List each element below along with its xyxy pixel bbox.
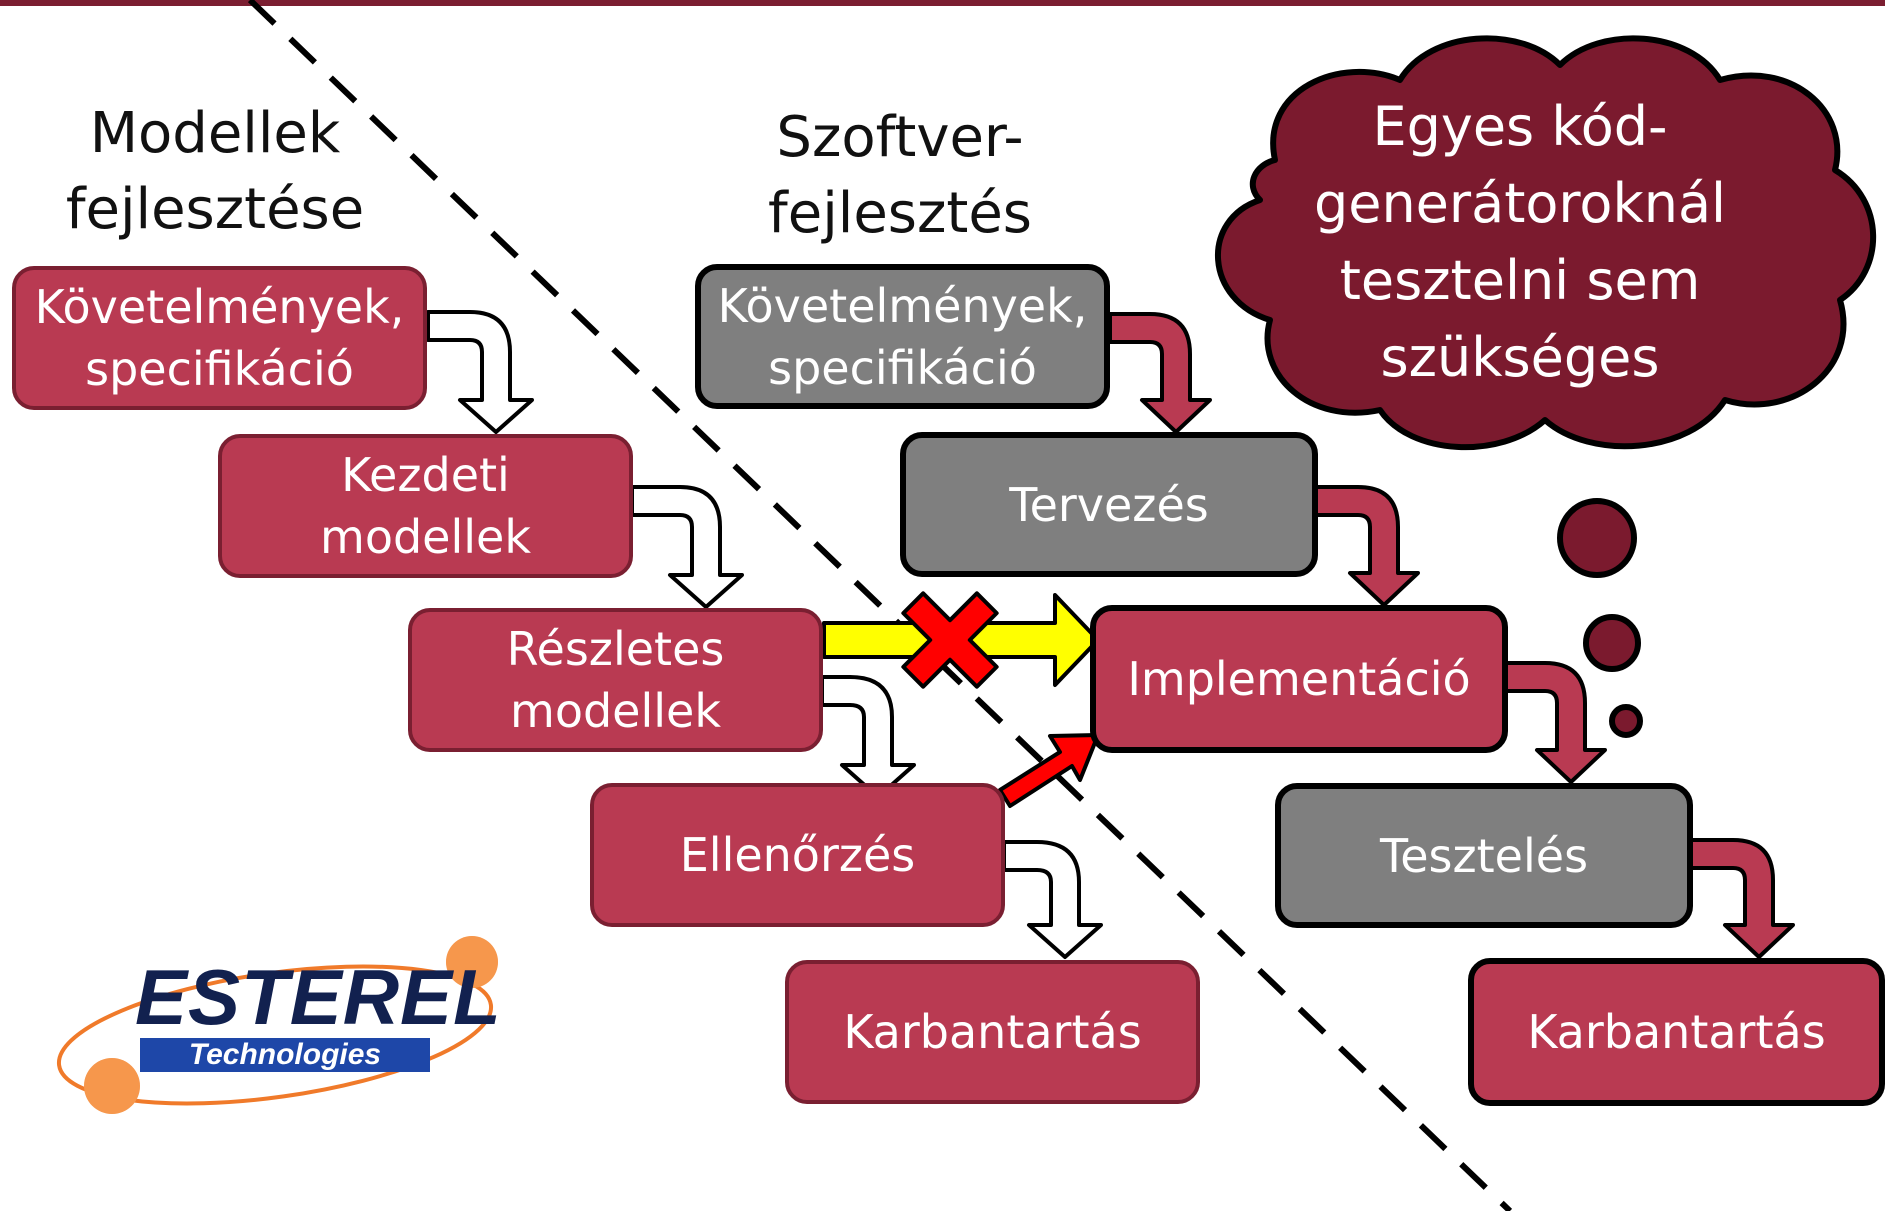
- divider-line: [247, 0, 1513, 1211]
- model-step-requirements: Követelmények, specifikáció: [12, 266, 427, 410]
- top-bar: [0, 0, 1885, 6]
- flow-arrow-2: [630, 485, 744, 609]
- thought-bubble-medium: [1583, 614, 1641, 672]
- model-step-detailed-models: Részletes modellek: [408, 608, 823, 752]
- logo-wordmark: ESTEREL: [135, 953, 502, 1041]
- flow-arrow-1: [426, 310, 534, 434]
- esterel-logo: ESTEREL Technologies: [50, 935, 520, 1125]
- sw-step-maintenance: Karbantartás: [1468, 958, 1885, 1106]
- model-step-maintenance: Karbantartás: [785, 960, 1200, 1104]
- blocked-cross-icon: [901, 591, 999, 689]
- sw-step-requirements: Követelmények, specifikáció: [695, 264, 1110, 409]
- sw-step-testing: Tesztelés: [1275, 783, 1693, 928]
- codegen-arrow: [998, 733, 1100, 808]
- model-step-initial-models: Kezdeti modellek: [218, 434, 633, 578]
- sw-flow-arrow-1: [1108, 312, 1212, 434]
- software-heading: Szoftver- fejlesztés: [768, 105, 1032, 246]
- sw-step-implementation: Implementáció: [1090, 605, 1508, 753]
- model-step-verification: Ellenőrzés: [590, 783, 1005, 927]
- sw-flow-arrow-3: [1504, 661, 1607, 784]
- sw-step-design: Tervezés: [900, 432, 1318, 577]
- thought-cloud: [1214, 35, 1877, 738]
- logo-orbit: [56, 936, 498, 1114]
- logo-subtitle: Technologies: [140, 1038, 430, 1072]
- sw-flow-arrow-2: [1314, 485, 1420, 607]
- thought-cloud-shape: [1214, 35, 1877, 451]
- thought-bubble-small: [1609, 704, 1643, 738]
- model-flow-arrows: [426, 310, 1103, 959]
- thought-bubble-large: [1557, 498, 1637, 578]
- flow-arrow-3: [820, 675, 916, 799]
- thought-cloud-text: Egyes kód- generátoroknál tesztelni sem …: [1313, 95, 1727, 389]
- models-heading: Modellek fejlesztése: [65, 101, 365, 242]
- flow-arrow-4: [1002, 840, 1103, 959]
- sw-flow-arrow-4: [1688, 838, 1795, 959]
